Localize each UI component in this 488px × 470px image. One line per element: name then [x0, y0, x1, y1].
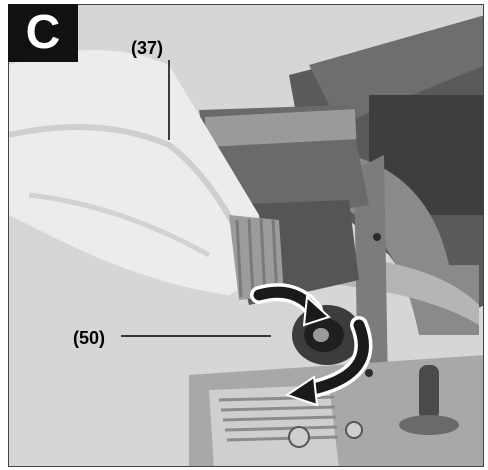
rotate-arrow-lower-icon — [284, 316, 373, 407]
callout-label-50: (50) — [73, 328, 106, 348]
callout-label-37: (37) — [131, 38, 164, 58]
machine-photo — [8, 4, 484, 467]
section-letter-badge: C — [8, 4, 78, 62]
rotate-arrow-upper-icon — [250, 283, 331, 327]
